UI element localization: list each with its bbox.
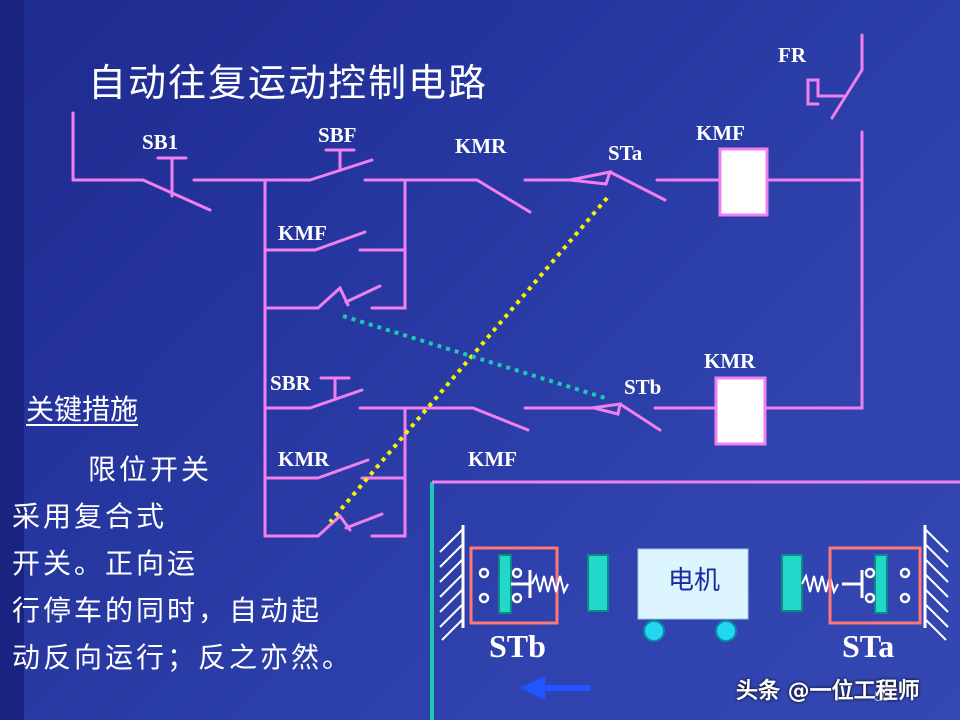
- watermark: 头条 @一位工程师: [736, 679, 920, 704]
- fr-actuator: [806, 78, 845, 106]
- stb-contacts: [478, 567, 523, 604]
- kmr-nc-contact: [475, 178, 532, 214]
- sbr-button: [319, 376, 351, 400]
- kmf-coil: [718, 147, 769, 217]
- left-wall-hatch: [439, 529, 463, 641]
- stb-striker: [587, 554, 609, 612]
- sb1-contact: [141, 178, 212, 212]
- motor-wheel-right: [715, 620, 737, 642]
- stb-rod: [511, 570, 532, 598]
- key-measures-title: 关键措施: [26, 393, 139, 426]
- key-measures-text: 限位开关 采用复合式 开关。正向运 行停车的同时，自动起 动反向运行；反之亦然。: [12, 446, 412, 681]
- slide-title: 自动往复运动控制电路: [88, 61, 489, 105]
- slide-left-edge: [0, 0, 24, 720]
- label-sta-switch: STa: [842, 628, 895, 664]
- key-measures-line-1: 限位开关: [88, 453, 213, 486]
- label-stb: STb: [624, 375, 662, 399]
- label-kmr-hold: KMR: [278, 447, 330, 471]
- key-measures-line-5: 动反向运行；反之亦然。: [12, 641, 354, 674]
- label-sbf: SBF: [318, 123, 357, 147]
- stb-no-contact: [263, 248, 407, 310]
- label-sb1: SB1: [142, 130, 179, 154]
- motor-wheel-left: [643, 620, 665, 642]
- key-measures-line-4: 行停车的同时，自动起: [12, 594, 323, 627]
- label-kmf-coil: KMF: [696, 121, 745, 145]
- page-number: 50: [874, 688, 890, 704]
- kmr-coil: [714, 376, 767, 446]
- motor-block: [637, 548, 749, 620]
- kmf-nc-contact: [358, 406, 594, 432]
- label-kmf-bottom: KMF: [468, 447, 517, 471]
- sbf-button: [324, 148, 356, 172]
- sta-plunger: [874, 554, 888, 614]
- right-wall-hatch: [925, 529, 949, 641]
- label-kmr-coil: KMR: [704, 349, 756, 373]
- fr-contact: [830, 33, 864, 120]
- stb-spring: [531, 573, 569, 595]
- sta-no-contact: [263, 476, 407, 538]
- wire-kmr-coil-right: [763, 178, 864, 410]
- sta-rod: [842, 570, 864, 598]
- sta-spring: [801, 573, 839, 595]
- label-sbr: SBR: [270, 371, 311, 395]
- sta-striker: [781, 554, 803, 612]
- mechanism-panel: [430, 480, 960, 720]
- stb-plunger: [498, 554, 512, 614]
- label-kmf-hold: KMF: [278, 221, 327, 245]
- sb1-button: [156, 156, 188, 198]
- sbr-contact: [263, 388, 364, 410]
- direction-arrow-head: [520, 676, 545, 700]
- stb-mechanical-link: [342, 314, 606, 400]
- label-kmr-top: KMR: [455, 134, 507, 158]
- stb-nc-contact: [590, 402, 718, 432]
- label-sta: STa: [608, 141, 643, 165]
- sta-nc-contact: [568, 170, 667, 202]
- key-measures-line-3: 开关。正向运: [12, 547, 199, 580]
- sta-contacts: [864, 567, 911, 604]
- label-stb-switch: STb: [489, 628, 546, 664]
- wire-kmf-coil-right: [765, 130, 864, 182]
- sta-switch-box: [828, 546, 922, 625]
- motor-label: 电机: [667, 566, 720, 596]
- key-measures-line-2: 采用复合式: [12, 500, 168, 533]
- label-fr: FR: [778, 43, 806, 67]
